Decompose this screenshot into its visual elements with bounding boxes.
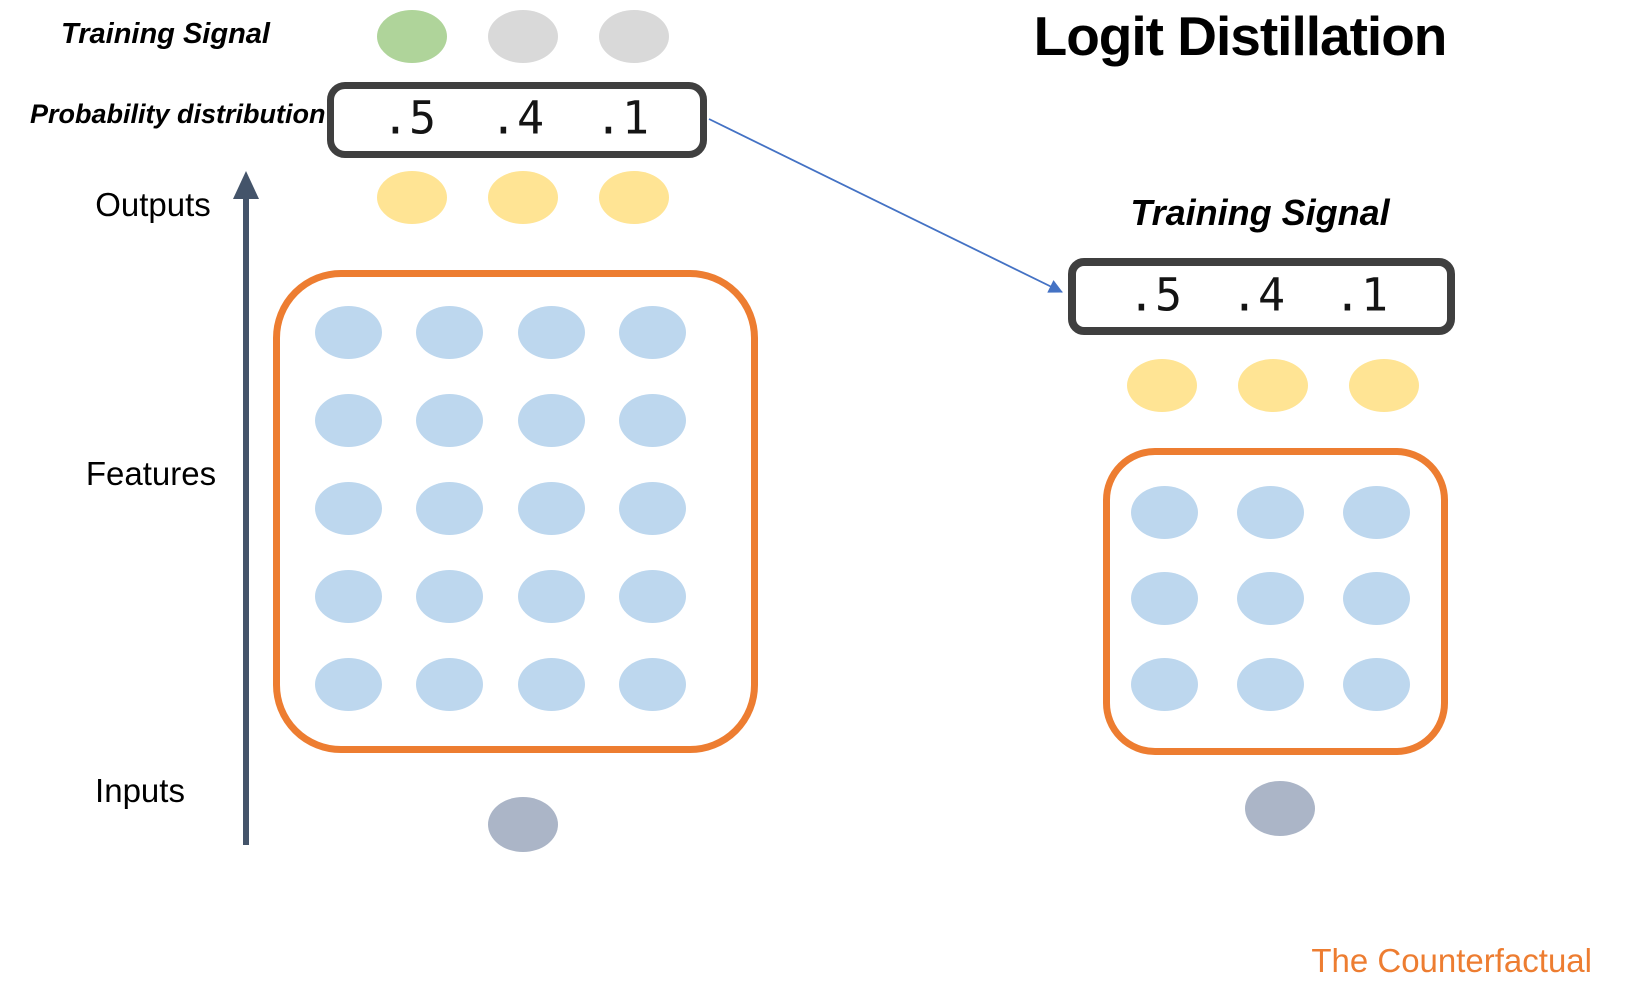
feature-node <box>416 657 484 711</box>
feature-node <box>618 569 686 623</box>
feature-node <box>618 481 686 535</box>
feature-node <box>517 481 585 535</box>
yellow-node <box>1127 359 1197 412</box>
student-output-node-row <box>1127 359 1419 412</box>
diagram-title: Logit Distillation <box>1033 5 1448 67</box>
feature-node <box>517 569 585 623</box>
feature-node <box>416 569 484 623</box>
probability-value: .5 <box>381 91 437 145</box>
teacher-input-node <box>488 797 558 852</box>
feature-node <box>315 657 383 711</box>
feature-node <box>315 569 383 623</box>
feature-node <box>1342 657 1410 711</box>
feature-node <box>315 481 383 535</box>
yellow-node <box>1349 359 1419 412</box>
feature-node <box>416 306 484 360</box>
teacher-output-node-row <box>377 171 669 224</box>
feature-node <box>1236 485 1304 539</box>
watermark-text: The Counterfactual <box>1311 942 1592 979</box>
yellow-node <box>488 171 558 224</box>
teacher-probability-box: .5 .4 .1 <box>327 82 707 158</box>
feature-node <box>618 306 686 360</box>
student-feature-box <box>1103 448 1448 755</box>
axis-arrow-line <box>243 197 249 845</box>
feature-node <box>517 657 585 711</box>
probability-value: .5 <box>1127 267 1183 321</box>
probability-value: .4 <box>489 91 545 145</box>
feature-node <box>1342 571 1410 625</box>
axis-arrow-head-icon <box>233 171 259 199</box>
feature-node <box>315 306 383 360</box>
student-input-node <box>1245 781 1315 836</box>
feature-node <box>416 481 484 535</box>
yellow-node <box>377 171 447 224</box>
feature-node <box>416 394 484 448</box>
student-training-signal-label: Training Signal <box>1130 192 1390 233</box>
teacher-training-signal-label: Training Signal <box>61 18 270 50</box>
feature-node <box>315 394 383 448</box>
feature-node <box>1131 657 1199 711</box>
feature-node <box>1236 657 1304 711</box>
feature-node <box>1131 571 1199 625</box>
feature-node <box>517 306 585 360</box>
teacher-outputs-label: Outputs <box>95 186 211 223</box>
feature-node <box>517 394 585 448</box>
feature-node <box>1236 571 1304 625</box>
probability-value: .1 <box>1333 267 1389 321</box>
gray-node <box>488 10 558 63</box>
teacher-signal-node-row <box>377 10 669 63</box>
teacher-features-label: Features <box>85 455 217 492</box>
feature-node <box>618 394 686 448</box>
gray-node <box>599 10 669 63</box>
feature-node <box>618 657 686 711</box>
teacher-inputs-label: Inputs <box>95 772 185 809</box>
green-node <box>377 10 447 63</box>
feature-node <box>1131 485 1199 539</box>
feature-node <box>1342 485 1410 539</box>
probability-value: .1 <box>594 91 650 145</box>
student-probability-box: .5 .4 .1 <box>1068 258 1455 335</box>
teacher-probability-label: Probability distribution <box>30 99 326 129</box>
yellow-node <box>599 171 669 224</box>
yellow-node <box>1238 359 1308 412</box>
teacher-feature-box <box>273 270 758 753</box>
probability-value: .4 <box>1230 267 1286 321</box>
